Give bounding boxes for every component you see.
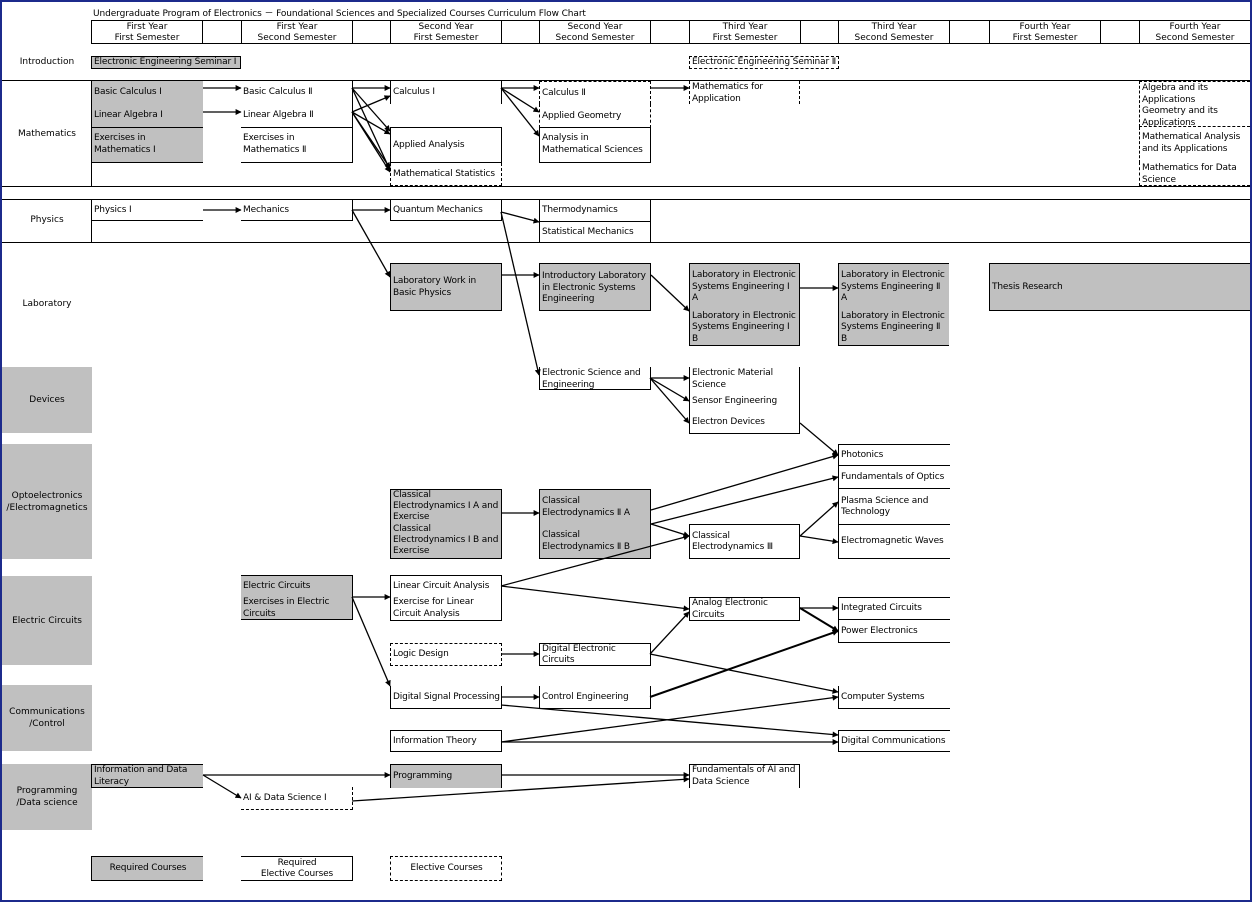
course-math-analysis-apps[interactable]: Mathematical Analysis and its Applicatio… (1139, 127, 1250, 163)
header-gap (352, 20, 391, 44)
course-classical-electrodynamics-2b[interactable]: Classical Electrodynamics Ⅱ B (539, 524, 651, 559)
course-digital-electronic-circuits[interactable]: Digital Electronic Circuits (539, 643, 651, 666)
chart-title: Undergraduate Program of Electronics － F… (93, 9, 586, 19)
course-digital-communications[interactable]: Digital Communications (838, 730, 950, 752)
course-power-electronics[interactable]: Power Electronics (838, 620, 950, 643)
category-devices: Devices (2, 367, 92, 433)
course-classical-electrodynamics-1b[interactable]: Classical Electrodynamics Ⅰ B and Exerci… (390, 524, 502, 559)
course-electronic-science-engineering[interactable]: Electronic Science and Engineering (539, 367, 651, 390)
course-fundamentals-ai-data-science[interactable]: Fundamentals of AI and Data Science (689, 764, 800, 788)
course-statistical-mechanics[interactable]: Statistical Mechanics (539, 221, 651, 242)
course-fundamentals-optics[interactable]: Fundamentals of Optics (838, 466, 950, 489)
course-exercises-math-2[interactable]: Exercises in Mathematics Ⅱ (241, 128, 353, 163)
course-analysis-math-sciences[interactable]: Analysis in Mathematical Sciences (539, 127, 651, 163)
course-calculus-2[interactable]: Calculus Ⅱ (539, 81, 651, 104)
course-logic-design[interactable]: Logic Design (390, 643, 502, 666)
row-divider (2, 199, 1250, 200)
course-lab-basic-physics[interactable]: Laboratory Work in Basic Physics (390, 263, 502, 311)
category-programming-data-science: Programming/Data science (2, 764, 92, 830)
course-exercises-math-1[interactable]: Exercises in Mathematics Ⅰ (91, 128, 203, 163)
category-mathematics: Mathematics (18, 129, 76, 139)
category-optoelectronics: Optoelectronics/Electromagnetics (2, 444, 92, 559)
course-classical-electrodynamics-2a[interactable]: Classical Electrodynamics Ⅱ A (539, 489, 651, 525)
course-lab-ese-1b[interactable]: Laboratory in Electronic Systems Enginee… (689, 310, 800, 346)
course-linear-circuit-analysis[interactable]: Linear Circuit Analysis (390, 575, 502, 598)
course-lab-ese-1a[interactable]: Laboratory in Electronic Systems Enginee… (689, 263, 800, 311)
course-electric-circuits[interactable]: Electric Circuits (241, 575, 353, 598)
course-plasma-science[interactable]: Plasma Science and Technology (838, 489, 950, 525)
course-sensor-engineering[interactable]: Sensor Engineering (689, 390, 800, 413)
legend-required: Required Courses (91, 856, 203, 881)
course-information-data-literacy[interactable]: Information and Data Literacy (91, 764, 203, 788)
course-applied-geometry[interactable]: Applied Geometry (539, 104, 651, 128)
course-control-engineering[interactable]: Control Engineering (539, 686, 651, 709)
course-ee-seminar-1[interactable]: Electronic Engineering Seminar Ⅰ (91, 56, 241, 69)
course-calculus-1[interactable]: Calculus Ⅰ (390, 81, 502, 104)
course-lab-ese-2b[interactable]: Laboratory in Electronic Systems Enginee… (838, 310, 949, 346)
course-lab-ese-2a[interactable]: Laboratory in Electronic Systems Enginee… (838, 263, 949, 311)
course-intro-lab-ese[interactable]: Introductory Laboratory in Electronic Sy… (539, 263, 651, 311)
course-exercises-electric-circuits[interactable]: Exercises in Electric Circuits (241, 597, 353, 620)
course-linear-algebra-2[interactable]: Linear Algebra Ⅱ (241, 104, 353, 128)
row-divider (2, 80, 1250, 81)
row-divider (2, 186, 1250, 187)
course-exercise-linear-circuit[interactable]: Exercise for Linear Circuit Analysis (390, 597, 502, 621)
category-electric-circuits: Electric Circuits (2, 576, 92, 665)
course-thesis-research[interactable]: Thesis Research (989, 263, 1250, 311)
legend-elective: Elective Courses (390, 856, 502, 881)
course-electromagnetic-waves[interactable]: Electromagnetic Waves (838, 524, 950, 559)
header-gap (1100, 20, 1140, 44)
course-mathematical-statistics[interactable]: Mathematical Statistics (390, 163, 502, 186)
category-laboratory: Laboratory (22, 299, 72, 309)
course-electron-devices[interactable]: Electron Devices (689, 412, 800, 434)
course-electronic-material-science[interactable]: Electronic Material Science (689, 367, 800, 391)
course-math-data-science[interactable]: Mathematics for Data Science (1139, 162, 1250, 186)
header-gap (501, 20, 540, 44)
course-ee-seminar-2[interactable]: Electronic Engineering Seminar Ⅱ (689, 56, 839, 69)
course-photonics[interactable]: Photonics (838, 444, 950, 466)
course-analog-electronic-circuits[interactable]: Analog Electronic Circuits (689, 597, 800, 621)
header-gap (800, 20, 839, 44)
header-gap (650, 20, 690, 44)
course-computer-systems[interactable]: Computer Systems (838, 686, 950, 709)
course-integrated-circuits[interactable]: Integrated Circuits (838, 597, 950, 620)
row-divider (2, 242, 1250, 243)
course-information-theory[interactable]: Information Theory (390, 730, 502, 752)
course-applied-analysis[interactable]: Applied Analysis (390, 127, 502, 163)
category-physics: Physics (30, 215, 64, 225)
course-basic-calculus-1[interactable]: Basic Calculus Ⅰ (91, 81, 203, 104)
course-classical-electrodynamics-3[interactable]: Classical Electrodynamics Ⅲ (689, 524, 800, 559)
course-basic-calculus-2[interactable]: Basic Calculus Ⅱ (241, 81, 353, 104)
course-thermodynamics[interactable]: Thermodynamics (539, 200, 651, 221)
course-mechanics[interactable]: Mechanics (241, 200, 353, 221)
category-communications-control: Communications/Control (2, 685, 92, 751)
header-gap (949, 20, 990, 44)
course-physics-1[interactable]: Physics Ⅰ (91, 200, 203, 221)
course-digital-signal-processing[interactable]: Digital Signal Processing (390, 686, 502, 709)
course-programming[interactable]: Programming (390, 764, 502, 788)
course-classical-electrodynamics-1a[interactable]: Classical Electrodynamics Ⅰ A and Exerci… (390, 489, 502, 525)
course-ai-data-science-1[interactable]: AI & Data Science Ⅰ (241, 787, 353, 810)
course-quantum-mechanics[interactable]: Quantum Mechanics (390, 200, 502, 221)
header-gap (202, 20, 242, 44)
category-introduction: Introduction (19, 57, 75, 67)
course-math-for-application[interactable]: Mathematics for Application (689, 81, 800, 104)
course-linear-algebra-1[interactable]: Linear Algebra Ⅰ (91, 104, 203, 128)
